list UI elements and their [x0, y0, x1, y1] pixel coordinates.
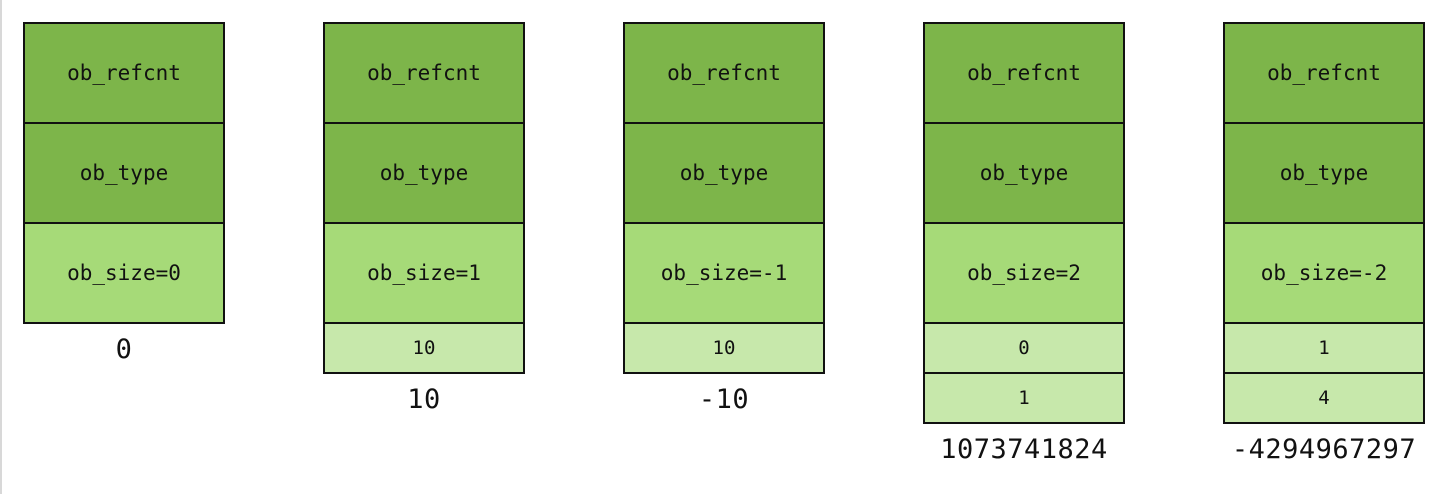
ob-digit-cell: 10: [323, 322, 525, 374]
ob-digit-cell: 0: [923, 322, 1125, 374]
ob-refcnt-field: ob_refcnt: [23, 22, 225, 124]
integer-value-label: 10: [407, 384, 441, 415]
integer-value-label: 0: [115, 334, 133, 365]
ob-size-field: ob_size=0: [23, 222, 225, 324]
pylong-struct-minus-ten: ob_refcnt ob_type ob_size=-1 10 -10: [623, 22, 825, 415]
ob-size-field: ob_size=2: [923, 222, 1125, 324]
ob-refcnt-field: ob_refcnt: [1223, 22, 1425, 124]
pylong-struct-zero: ob_refcnt ob_type ob_size=0 0: [23, 22, 225, 365]
ob-refcnt-field: ob_refcnt: [923, 22, 1125, 124]
ob-type-field: ob_type: [323, 122, 525, 224]
ob-type-field: ob_type: [23, 122, 225, 224]
ob-digit-cell: 1: [923, 372, 1125, 424]
ob-refcnt-field: ob_refcnt: [623, 22, 825, 124]
integer-value-label: 1073741824: [940, 434, 1108, 465]
ob-type-field: ob_type: [623, 122, 825, 224]
integer-value-label: -10: [698, 384, 750, 415]
ob-refcnt-field: ob_refcnt: [323, 22, 525, 124]
ob-size-field: ob_size=1: [323, 222, 525, 324]
ob-size-field: ob_size=-2: [1223, 222, 1425, 324]
left-border-line: [0, 0, 2, 494]
pylong-struct-negative-two-digits: ob_refcnt ob_type ob_size=-2 1 4 -429496…: [1223, 22, 1425, 465]
pylong-struct-ten: ob_refcnt ob_type ob_size=1 10 10: [323, 22, 525, 415]
ob-type-field: ob_type: [923, 122, 1125, 224]
pylong-struct-two-digits: ob_refcnt ob_type ob_size=2 0 1 10737418…: [923, 22, 1125, 465]
ob-digit-cell: 1: [1223, 322, 1425, 374]
ob-digit-cell: 4: [1223, 372, 1425, 424]
ob-type-field: ob_type: [1223, 122, 1425, 224]
ob-size-field: ob_size=-1: [623, 222, 825, 324]
integer-value-label: -4294967297: [1231, 434, 1417, 465]
ob-digit-cell: 10: [623, 322, 825, 374]
